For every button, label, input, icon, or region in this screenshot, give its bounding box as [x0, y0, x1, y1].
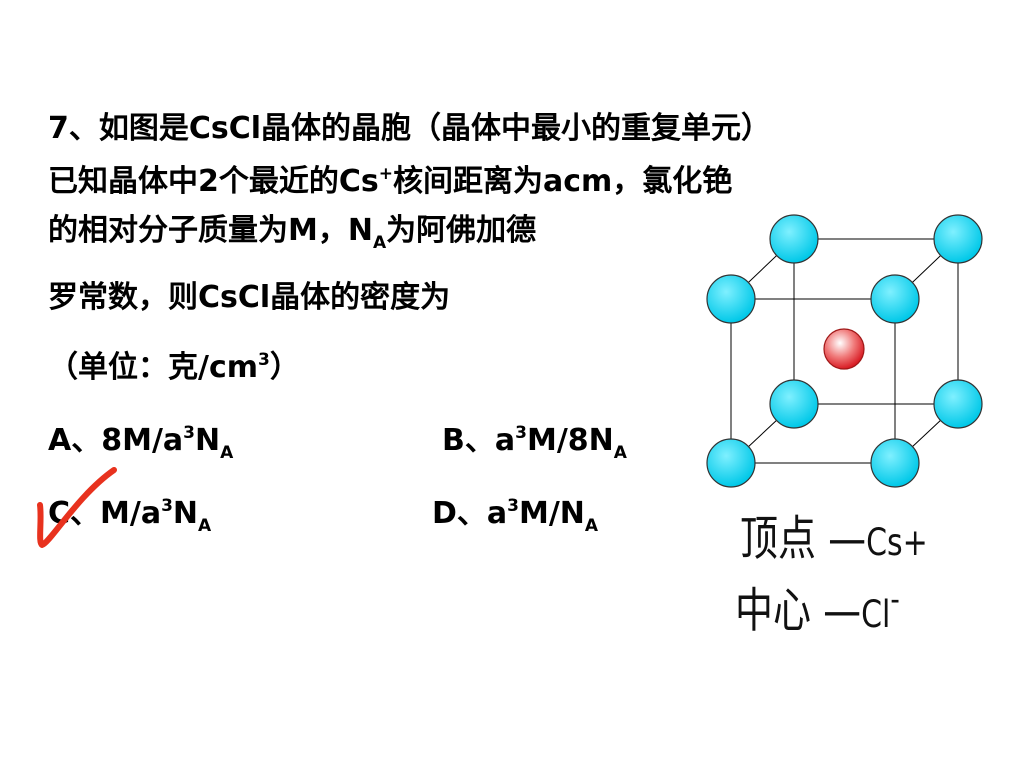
cs-atom-front-top-right	[870, 274, 920, 324]
option-d-sup: 3	[507, 496, 519, 516]
legend-center: 中心 —Cl-	[735, 572, 900, 641]
question-text-2b: 核间距离为acm，氯化铯	[393, 164, 733, 199]
option-a-sub: A	[220, 443, 234, 463]
question-text-1: 7、如图是CsCl晶体的晶胞（晶体中最小的重复单元）	[48, 111, 772, 146]
option-a-text-2: N	[195, 423, 221, 458]
cs-atom-front-top-left	[706, 274, 756, 324]
cl-atom-center	[823, 328, 865, 370]
cs-atom-back-top-right	[933, 214, 983, 264]
cs-charge-sup: +	[378, 164, 393, 184]
option-b-text-2: M/8N	[526, 423, 614, 458]
question-line-5: （单位：克/cm3）	[48, 350, 300, 386]
option-b: B、a3M/8NA	[442, 423, 627, 462]
cs-atom-back-bottom-right	[933, 379, 983, 429]
question-line-2: 已知晶体中2个最近的Cs+核间距离为acm，氯化铯	[48, 164, 732, 200]
option-c-sub: A	[198, 516, 212, 536]
question-text-3a: 的相对分子质量为M，N	[48, 213, 373, 248]
question-text-5a: （单位：克/cm	[48, 350, 258, 385]
question-text-4: 罗常数，则CsCl晶体的密度为	[48, 280, 451, 315]
na-subscript: A	[372, 233, 387, 253]
cs-atom-front-bottom-right	[870, 438, 920, 488]
unit-exponent-sup: 3	[258, 350, 270, 370]
question-line-1: 7、如图是CsCl晶体的晶胞（晶体中最小的重复单元）	[48, 111, 771, 147]
option-b-sup: 3	[515, 423, 527, 443]
cs-atom-back-bottom-left	[769, 379, 819, 429]
question-text-2a: 已知晶体中2个最近的Cs	[48, 164, 379, 199]
option-d-text: D、a	[432, 496, 508, 531]
legend-vertex-label: 顶点	[740, 511, 817, 567]
question-text-3b: 为阿佛加德	[386, 213, 537, 248]
question-line-3: 的相对分子质量为M，NA为阿佛加德	[48, 213, 537, 252]
question-line-4: 罗常数，则CsCl晶体的密度为	[48, 280, 450, 316]
option-d: D、a3M/NA	[432, 496, 598, 535]
cscl-unit-cell-diagram	[706, 214, 983, 488]
legend-center-dash: —	[823, 583, 862, 639]
option-b-text: B、a	[442, 423, 516, 458]
legend-vertex-dash: —	[828, 511, 867, 567]
option-d-sub: A	[584, 516, 599, 536]
check-mark-icon	[37, 467, 117, 548]
option-a-text: A、8M/a	[48, 423, 184, 458]
option-b-sub: A	[613, 443, 627, 463]
legend-vertex: 顶点 —Cs+	[740, 500, 928, 569]
legend-vertex-ion: Cs+	[866, 521, 928, 565]
legend-center-label: 中心	[735, 583, 812, 639]
option-a: A、8M/a3NA	[48, 423, 233, 462]
option-c: C、M/a3NA	[48, 496, 211, 535]
option-a-sup: 3	[183, 423, 195, 443]
legend-center-ion-sup: -	[890, 581, 900, 619]
cs-atom-front-bottom-left	[706, 438, 756, 488]
option-c-text-2: N	[172, 496, 199, 531]
question-text-5b: ）	[269, 350, 300, 385]
option-c-sup: 3	[161, 496, 173, 516]
cs-atom-back-top-left	[769, 214, 819, 264]
legend-center-ion: Cl	[861, 593, 891, 637]
option-d-text-2: M/N	[519, 496, 585, 531]
